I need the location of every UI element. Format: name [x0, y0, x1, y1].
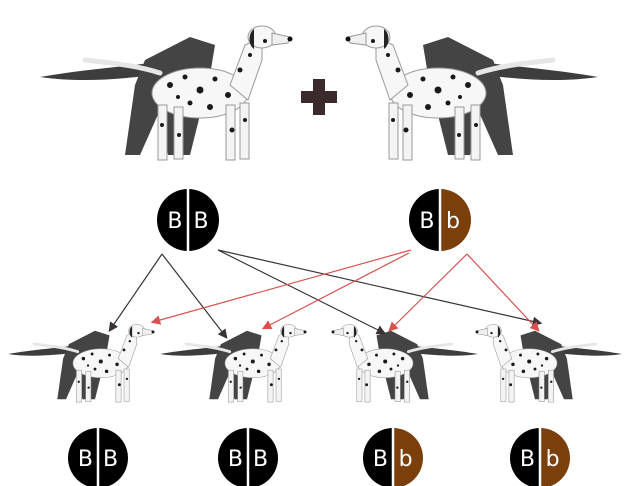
offspring-dog-3 — [330, 322, 480, 404]
allele-half — [409, 189, 440, 251]
offspring-dog-2 — [158, 322, 308, 404]
arrow-bb2-to-4 — [466, 253, 540, 332]
parent-dog-left — [40, 26, 293, 160]
parent-dog-right — [346, 26, 599, 160]
arrow-bb2-to-2 — [261, 252, 410, 330]
arrow-bb2-to-1 — [150, 249, 412, 325]
allele-label: B — [419, 209, 434, 234]
allele-half — [188, 189, 219, 251]
allele-label: b — [546, 447, 560, 472]
allele-half — [98, 428, 128, 486]
allele-half — [510, 428, 540, 486]
allele-label: B — [193, 209, 208, 234]
allele-half — [540, 428, 570, 486]
allele-label: B — [373, 447, 388, 472]
offspring-dog-4 — [474, 322, 624, 404]
arrow-bb2-to-3 — [388, 253, 468, 332]
allele-label: B — [253, 447, 268, 472]
allele-half — [157, 189, 188, 251]
allele-label: B — [103, 447, 118, 472]
allele-label: B — [167, 209, 182, 234]
allele-half — [248, 428, 278, 486]
allele-half — [68, 428, 98, 486]
offspring-dog-1 — [6, 322, 156, 404]
arrow-bb-to-2 — [161, 253, 228, 339]
allele-label: B — [228, 447, 243, 472]
arrow-bb-to-4 — [217, 249, 543, 327]
inheritance-arrows — [108, 249, 543, 339]
allele-half — [440, 189, 471, 251]
allele-label: b — [446, 209, 460, 234]
plus-icon — [301, 79, 337, 115]
allele-half — [393, 428, 423, 486]
arrow-bb-to-3 — [217, 249, 387, 335]
allele-label: B — [520, 447, 535, 472]
allele-half — [363, 428, 393, 486]
allele-label: B — [78, 447, 93, 472]
allele-label: b — [399, 447, 413, 472]
allele-half — [218, 428, 248, 486]
arrow-bb-to-1 — [108, 253, 163, 332]
